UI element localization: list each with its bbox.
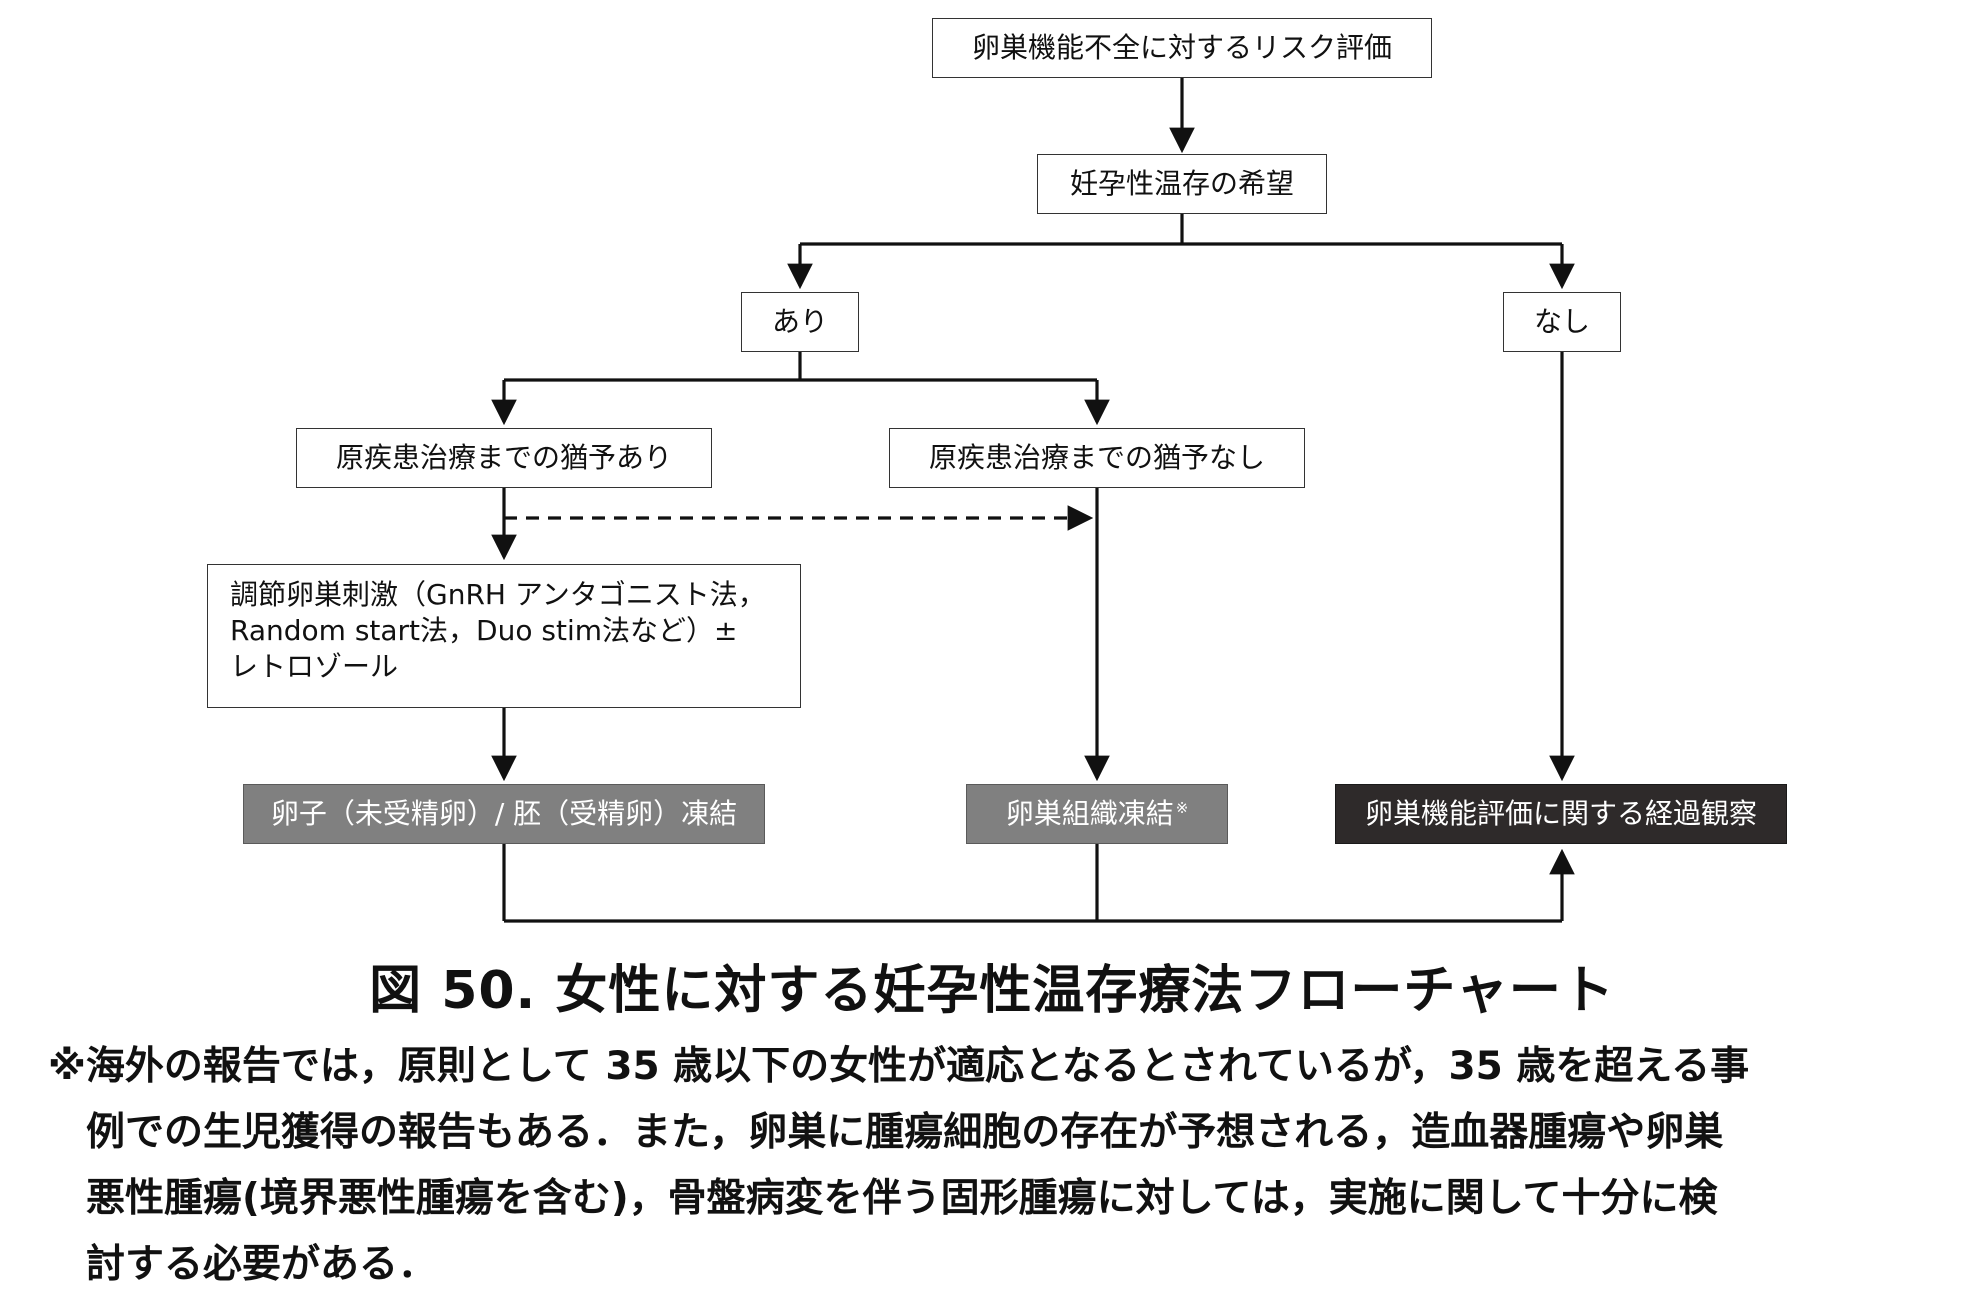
stim-line-1: 調節卵巣刺激（GnRH アンタゴニスト法， [230,578,766,611]
node-delay-no-label: 原疾患治療までの猶予なし [928,441,1265,474]
footnote-mark: ※ [1175,799,1189,817]
node-no: なし [1503,292,1621,352]
node-ovary-freeze-label: 卵巣組織凍結 [1005,797,1174,830]
node-ovary-tissue-freeze: 卵巣組織凍結※ [966,784,1228,844]
stim-line-3: レトロゾール [230,650,399,683]
node-delay-no: 原疾患治療までの猶予なし [889,428,1305,488]
node-observe-label: 卵巣機能評価に関する経過観察 [1364,797,1757,830]
node-delay-yes: 原疾患治療までの猶予あり [296,428,712,488]
footnote-line-3: 悪性腫瘍(境界悪性腫瘍を含む)，骨盤病変を伴う固形腫瘍に対しては，実施に関して十… [86,1176,1718,1221]
flowchart-connectors [491,78,1575,923]
figure-caption: 図 50. 女性に対する妊孕性温存療法フローチャート [369,961,1615,1021]
footnote: ※海外の報告では，原則として 35 歳以下の女性が適応となるとされているが，35… [48,1034,1948,1298]
footnote-line-1: ※海外の報告では，原則として 35 歳以下の女性が適応となるとされているが，35… [48,1044,1750,1089]
node-wish: 妊孕性温存の希望 [1037,154,1327,214]
node-risk-eval: 卵巣機能不全に対するリスク評価 [932,18,1432,78]
node-delay-yes-label: 原疾患治療までの猶予あり [335,441,672,474]
node-ovarian-stimulation: 調節卵巣刺激（GnRH アンタゴニスト法， Random start法，Duo … [207,564,801,708]
footnote-line-2: 例での生児獲得の報告もある．また，卵巣に腫瘍細胞の存在が予想される，造血器腫瘍や… [86,1110,1724,1155]
node-no-label: なし [1533,305,1590,338]
node-egg-embryo-freeze: 卵子（未受精卵）/ 胚（受精卵）凍結 [243,784,765,844]
footnote-line-4: 討する必要がある． [86,1242,438,1287]
stim-line-2: Random start法，Duo stim法など）± [230,614,738,647]
node-observation: 卵巣機能評価に関する経過観察 [1335,784,1787,844]
node-yes-label: あり [771,305,828,338]
node-wish-label: 妊孕性温存の希望 [1069,167,1294,200]
node-egg-freeze-label: 卵子（未受精卵）/ 胚（受精卵）凍結 [270,797,738,830]
node-yes: あり [741,292,859,352]
node-risk-eval-label: 卵巣機能不全に対するリスク評価 [971,31,1392,64]
